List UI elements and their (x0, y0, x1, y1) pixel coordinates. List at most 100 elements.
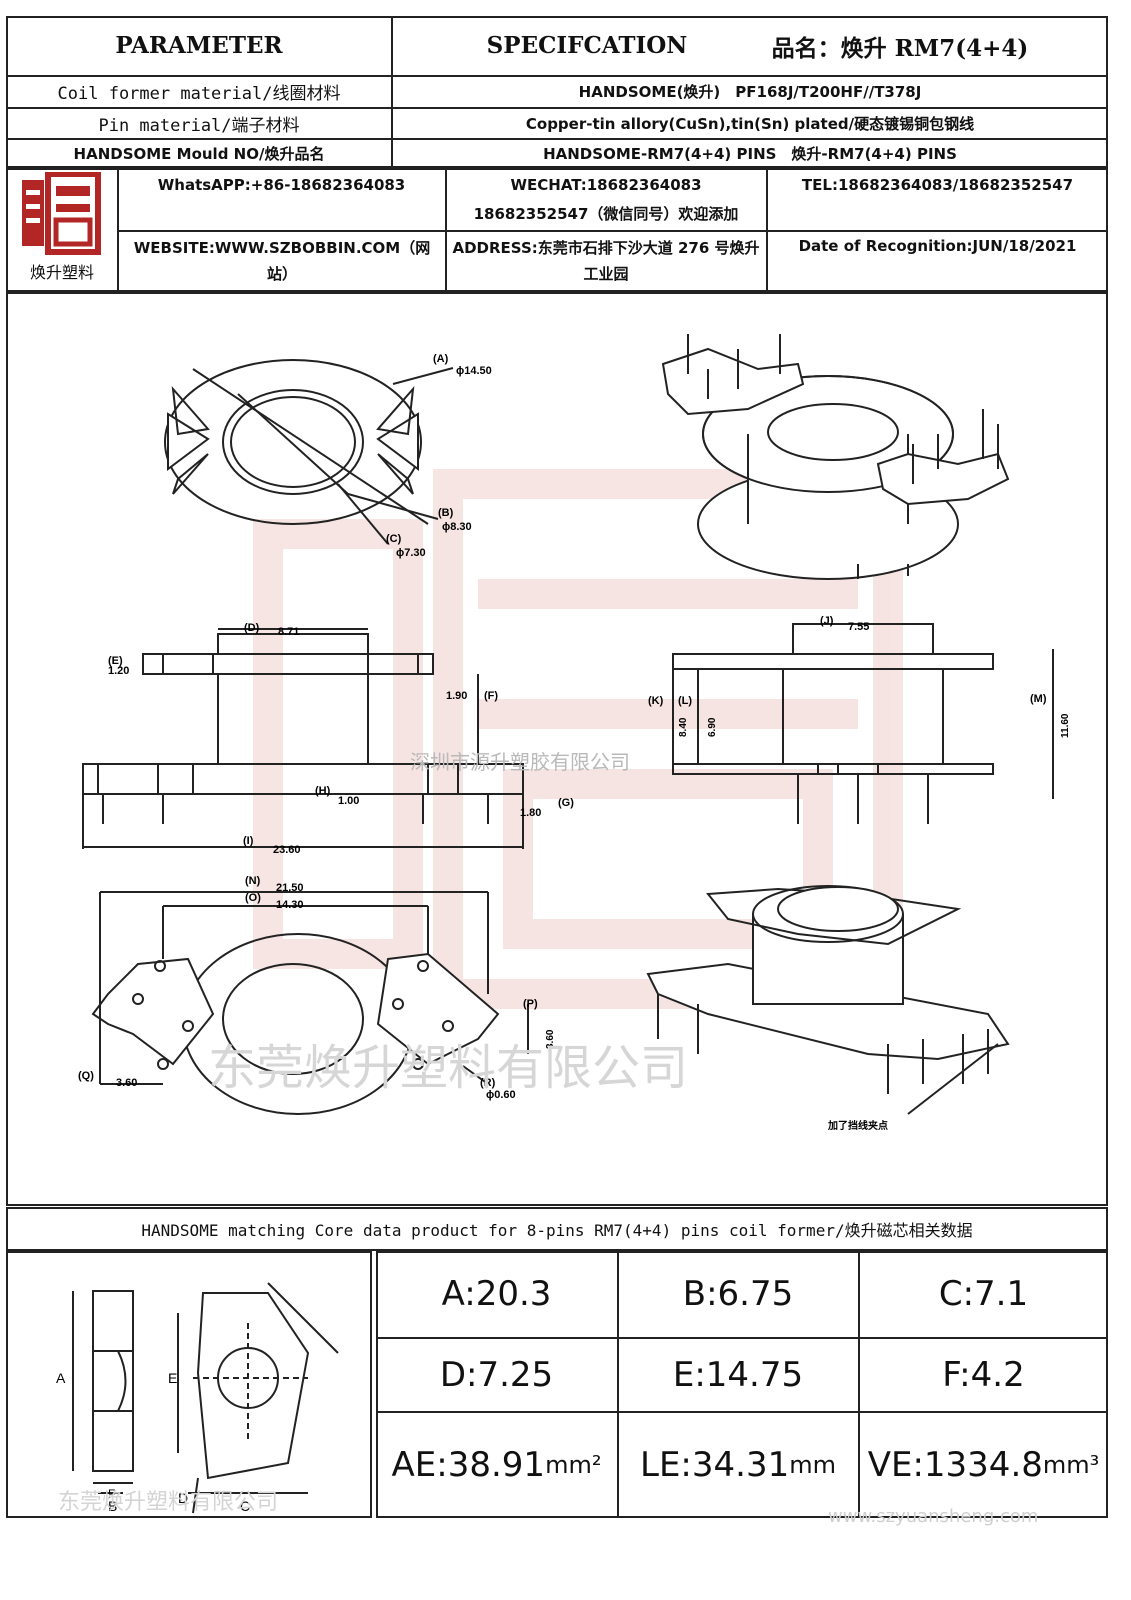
dim-c-value: ϕ7.30 (396, 547, 426, 559)
dim-i-label: (I) (243, 835, 254, 847)
core-label-e: E (168, 1370, 177, 1386)
dim-i-value: 23.60 (273, 844, 301, 856)
pinch-point-note: 加了挡线夹点 (827, 1119, 888, 1132)
product-name: 品名：焕升 RM7(4+4) (771, 34, 1029, 62)
core-label-a: A (56, 1370, 66, 1386)
ve-unit: mm³ (1042, 1451, 1100, 1479)
row-value-pin-material: Copper-tin allory(CuSn),tin(Sn) plated/硬… (525, 114, 975, 133)
ve-value: VE:1334.8 (867, 1445, 1043, 1485)
core-value-a: A:20.3 (441, 1274, 552, 1314)
parameter-heading: PARAMETER (115, 32, 283, 59)
core-data-title: HANDSOME matching Core data product for … (6, 1207, 1108, 1251)
le-unit: mm (789, 1451, 836, 1479)
row-label-coil-material: Coil former material/线圈材料 (57, 84, 341, 104)
divider (391, 16, 393, 168)
front-view (672, 623, 1054, 824)
divider (376, 1411, 1108, 1413)
core-diagram-cell: A B C D E F 东莞焕升塑料有限公司 (6, 1251, 372, 1518)
recognition-date: Date of Recognition:JUN/18/2021 (798, 237, 1077, 255)
dim-h-value: 1.00 (338, 795, 359, 807)
dim-m-value: 11.60 (1060, 713, 1071, 738)
dim-q-value: 3.60 (116, 1077, 137, 1089)
side-view (82, 628, 524, 849)
top-view (164, 359, 454, 545)
dim-b-label: (B) (438, 507, 454, 519)
row-value-mould-no: HANDSOME-RM7(4+4) PINS 焕升-RM7(4+4) PINS (543, 145, 957, 163)
dim-l-value: 6.90 (707, 717, 718, 737)
dim-l-label: (L) (678, 695, 692, 707)
core-label-c: C (240, 1498, 250, 1514)
spec-table (6, 16, 1108, 168)
address: ADDRESS:东莞市石排下沙大道 276 号焕升工业园 (452, 239, 760, 283)
site-watermark: www.szyuansheng.com (828, 1506, 1039, 1527)
core-value-d: D:7.25 (439, 1354, 554, 1395)
core-value-e: E:14.75 (672, 1354, 804, 1395)
core-watermark: 东莞焕升塑料有限公司 (58, 1489, 278, 1514)
dim-k-label: (K) (648, 695, 664, 707)
core-value-f: F:4.2 (942, 1354, 1025, 1395)
logo-caption: 焕升塑料 (29, 263, 94, 282)
dim-n-value: 21.50 (276, 882, 304, 894)
dim-f-value: 1.90 (446, 690, 467, 702)
whatsapp: WhatsAPP:+86-18682364083 (157, 176, 406, 194)
row-label-mould-no: HANDSOME Mould NO/焕升品名 (73, 145, 325, 163)
divider (376, 1337, 1108, 1339)
row-label-pin-material: Pin material/端子材料 (98, 115, 300, 136)
dim-d-value: 8.71 (278, 626, 299, 638)
row-value-coil-material: HANDSOME(焕升) PF168J/T200HF//T378J (578, 83, 922, 101)
dim-p-value: 3.60 (545, 1029, 556, 1049)
dim-r-label: (R) (480, 1077, 496, 1089)
telephone: TEL:18682364083/18682352547 (801, 176, 1074, 194)
drawing-panel (6, 292, 1108, 1206)
dim-n-label: (N) (245, 875, 261, 887)
dim-q-label: (Q) (78, 1070, 94, 1082)
dim-o-value: 14.30 (276, 899, 304, 911)
divider (117, 230, 1108, 232)
specification-heading: SPECIFCATION (486, 32, 688, 59)
dim-b-value: ϕ8.30 (442, 521, 472, 533)
core-label-d: D (178, 1490, 188, 1506)
core-value-c: C:7.1 (938, 1274, 1029, 1314)
dim-g-value: 1.80 (520, 807, 541, 819)
wechat-note: 18682352547（微信同号）欢迎添加 (473, 204, 739, 223)
wechat: WECHAT:18682364083 (510, 176, 702, 194)
ae-value: AE:38.91 (391, 1445, 546, 1485)
company-logo (18, 171, 106, 258)
core-value-b: B:6.75 (682, 1274, 794, 1314)
dim-a-value: ϕ14.50 (456, 365, 492, 377)
dim-c-label: (C) (386, 533, 402, 545)
dim-e-value: 1.20 (108, 665, 129, 677)
website-link[interactable]: WEBSITE:WWW.SZBOBBIN.COM（网站） (133, 239, 431, 283)
dim-h-label: (H) (315, 785, 331, 797)
dim-p-label: (P) (523, 998, 538, 1010)
isometric-view-top (661, 334, 1010, 580)
dim-j-label: (J) (820, 615, 834, 627)
core-values-grid (376, 1251, 1108, 1518)
dim-r-value: ϕ0.60 (486, 1089, 516, 1101)
core-label-b: B (108, 1498, 117, 1514)
dim-k-value: 8.40 (678, 717, 689, 737)
watermark-text-1: 深圳市源升塑胶有限公司 (410, 751, 630, 774)
technical-drawing: (A) ϕ14.50 (B) ϕ8.30 (C) ϕ7.30 (8, 294, 1106, 1204)
dim-m-label: (M) (1030, 693, 1047, 705)
bottom-view (91, 891, 529, 1115)
le-value: LE:34.31 (640, 1445, 790, 1485)
dim-a-label: (A) (433, 353, 449, 365)
divider (6, 138, 1108, 140)
divider (858, 1251, 860, 1518)
core-label-f: F (108, 1487, 115, 1501)
divider (617, 1251, 619, 1518)
dim-e-label: (E) (108, 655, 123, 667)
dim-o-label: (O) (245, 892, 261, 904)
dim-f-label: (F) (484, 690, 498, 702)
ae-unit: mm² (545, 1451, 602, 1479)
dim-j-value: 7.55 (848, 621, 869, 633)
dim-d-label: (D) (244, 622, 260, 634)
divider (6, 107, 1108, 109)
watermark-text-2: 东莞焕升塑料有限公司 (208, 1042, 688, 1095)
isometric-view-bottom (646, 885, 1010, 1115)
divider (6, 75, 1108, 77)
